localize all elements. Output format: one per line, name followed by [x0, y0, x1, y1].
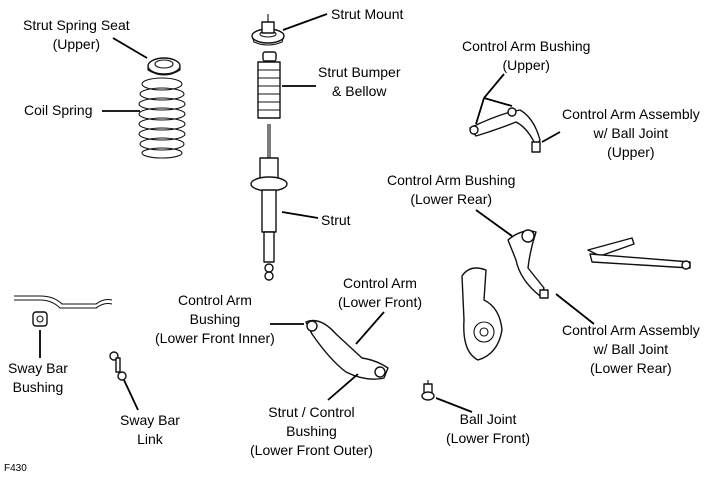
label-strut: Strut — [321, 212, 351, 228]
strut-spring-seat-drawing — [147, 57, 181, 76]
strut-bumper-drawing — [257, 51, 281, 119]
label-ball-joint-lower-front: Ball Joint (Lower Front) — [446, 411, 531, 446]
label-ca-assembly-lower-rear: Control Arm Assembly w/ Ball Joint (Lowe… — [562, 322, 700, 376]
label-ca-bushing-lower-front-inner: Control Arm Bushing (Lower Front Inner) — [155, 292, 275, 346]
ball-joint-drawing — [421, 380, 435, 401]
label-control-arm-lower-front: Control Arm (Lower Front) — [338, 275, 423, 310]
lower-front-control-arm-drawing — [305, 319, 389, 380]
label-strut-spring-seat: Strut Spring Seat (Upper) — [23, 17, 130, 52]
coil-spring-drawing — [138, 77, 186, 159]
sway-bar-drawing — [14, 295, 113, 327]
label-ca-bushing-lower-rear: Control Arm Bushing (Lower Rear) — [387, 172, 516, 207]
label-coil-spring: Coil Spring — [24, 102, 93, 118]
sway-bar-link-drawing — [109, 351, 127, 381]
strut-drawing — [250, 124, 288, 281]
steering-knuckle-drawing — [461, 267, 503, 361]
lower-rear-control-arm-drawing — [507, 229, 549, 299]
label-ca-assembly-upper: Control Arm Assembly w/ Ball Joint (Uppe… — [562, 106, 700, 160]
label-strut-mount: Strut Mount — [331, 6, 404, 22]
leader-lines — [39, 13, 595, 413]
label-sway-bar-bushing: Sway Bar Bushing — [8, 360, 68, 395]
upper-control-arm-drawing — [469, 107, 541, 153]
label-strut-control-bushing: Strut / Control Bushing (Lower Front Out… — [250, 404, 373, 458]
lower-arm-link-drawing — [587, 237, 691, 270]
figure-id: F430 — [4, 463, 27, 474]
strut-mount-drawing — [251, 14, 285, 46]
label-strut-bumper: Strut Bumper & Bellow — [318, 64, 401, 99]
label-ca-bushing-upper: Control Arm Bushing (Upper) — [462, 38, 591, 73]
label-sway-bar-link: Sway Bar Link — [120, 412, 180, 447]
